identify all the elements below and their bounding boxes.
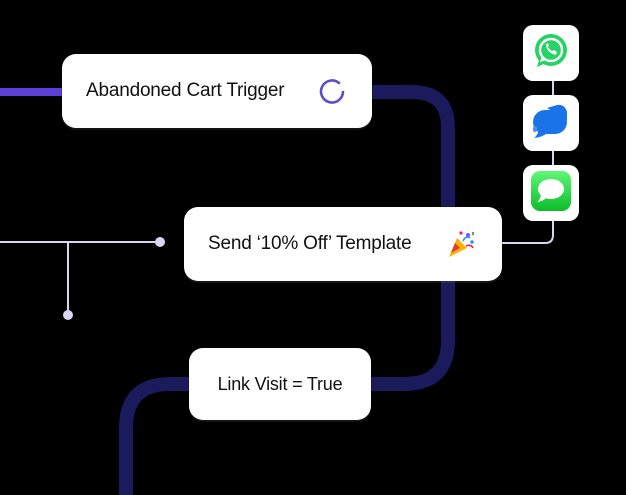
trigger-node-label: Abandoned Cart Trigger xyxy=(86,80,285,101)
branch-dot[interactable] xyxy=(63,310,73,320)
trigger-node[interactable]: Abandoned Cart Trigger xyxy=(62,54,372,128)
whatsapp-channel[interactable] xyxy=(523,25,579,81)
imessage-channel[interactable] xyxy=(523,165,579,221)
google-messages-channel[interactable] xyxy=(523,95,579,151)
condition-label: Link Visit = True xyxy=(217,373,343,394)
connector-dot[interactable] xyxy=(155,237,165,247)
send-template-label: Send ‘10% Off’ Template xyxy=(208,233,412,254)
channel-connector-line xyxy=(500,70,554,244)
send-template-node[interactable]: Send ‘10% Off’ Template xyxy=(184,207,502,281)
flow-path xyxy=(119,85,455,495)
party-popper-icon xyxy=(446,229,476,265)
loading-spinner-icon xyxy=(318,78,346,112)
whatsapp-icon xyxy=(532,32,570,75)
google-messages-icon xyxy=(531,102,571,145)
imessage-icon xyxy=(531,170,571,216)
condition-node[interactable]: Link Visit = True xyxy=(189,348,371,420)
